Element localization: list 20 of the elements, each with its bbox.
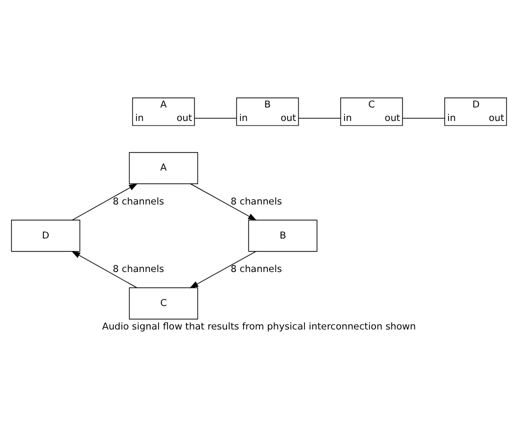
edge-label: 8 channels <box>230 264 282 275</box>
caption: Audio signal flow that results from physical interconnection shown <box>102 321 416 332</box>
connector <box>402 117 446 118</box>
node-box: B <box>248 219 318 252</box>
arrow <box>190 250 256 288</box>
node-box: A in out <box>132 97 195 126</box>
node-box: C <box>128 286 198 319</box>
connector <box>298 117 342 118</box>
node-box: C in out <box>340 97 403 126</box>
node-box: A <box>128 152 198 184</box>
node-box: D <box>11 219 80 252</box>
edge-label: 8 channels <box>112 196 164 207</box>
connector <box>194 117 238 118</box>
edge-label: 8 channels <box>230 196 282 207</box>
edge-label: 8 channels <box>112 264 164 275</box>
arrow <box>72 182 138 220</box>
arrow <box>190 183 257 220</box>
node-box: D in out <box>444 97 507 126</box>
node-box: B in out <box>236 97 299 126</box>
arrow <box>71 250 138 288</box>
